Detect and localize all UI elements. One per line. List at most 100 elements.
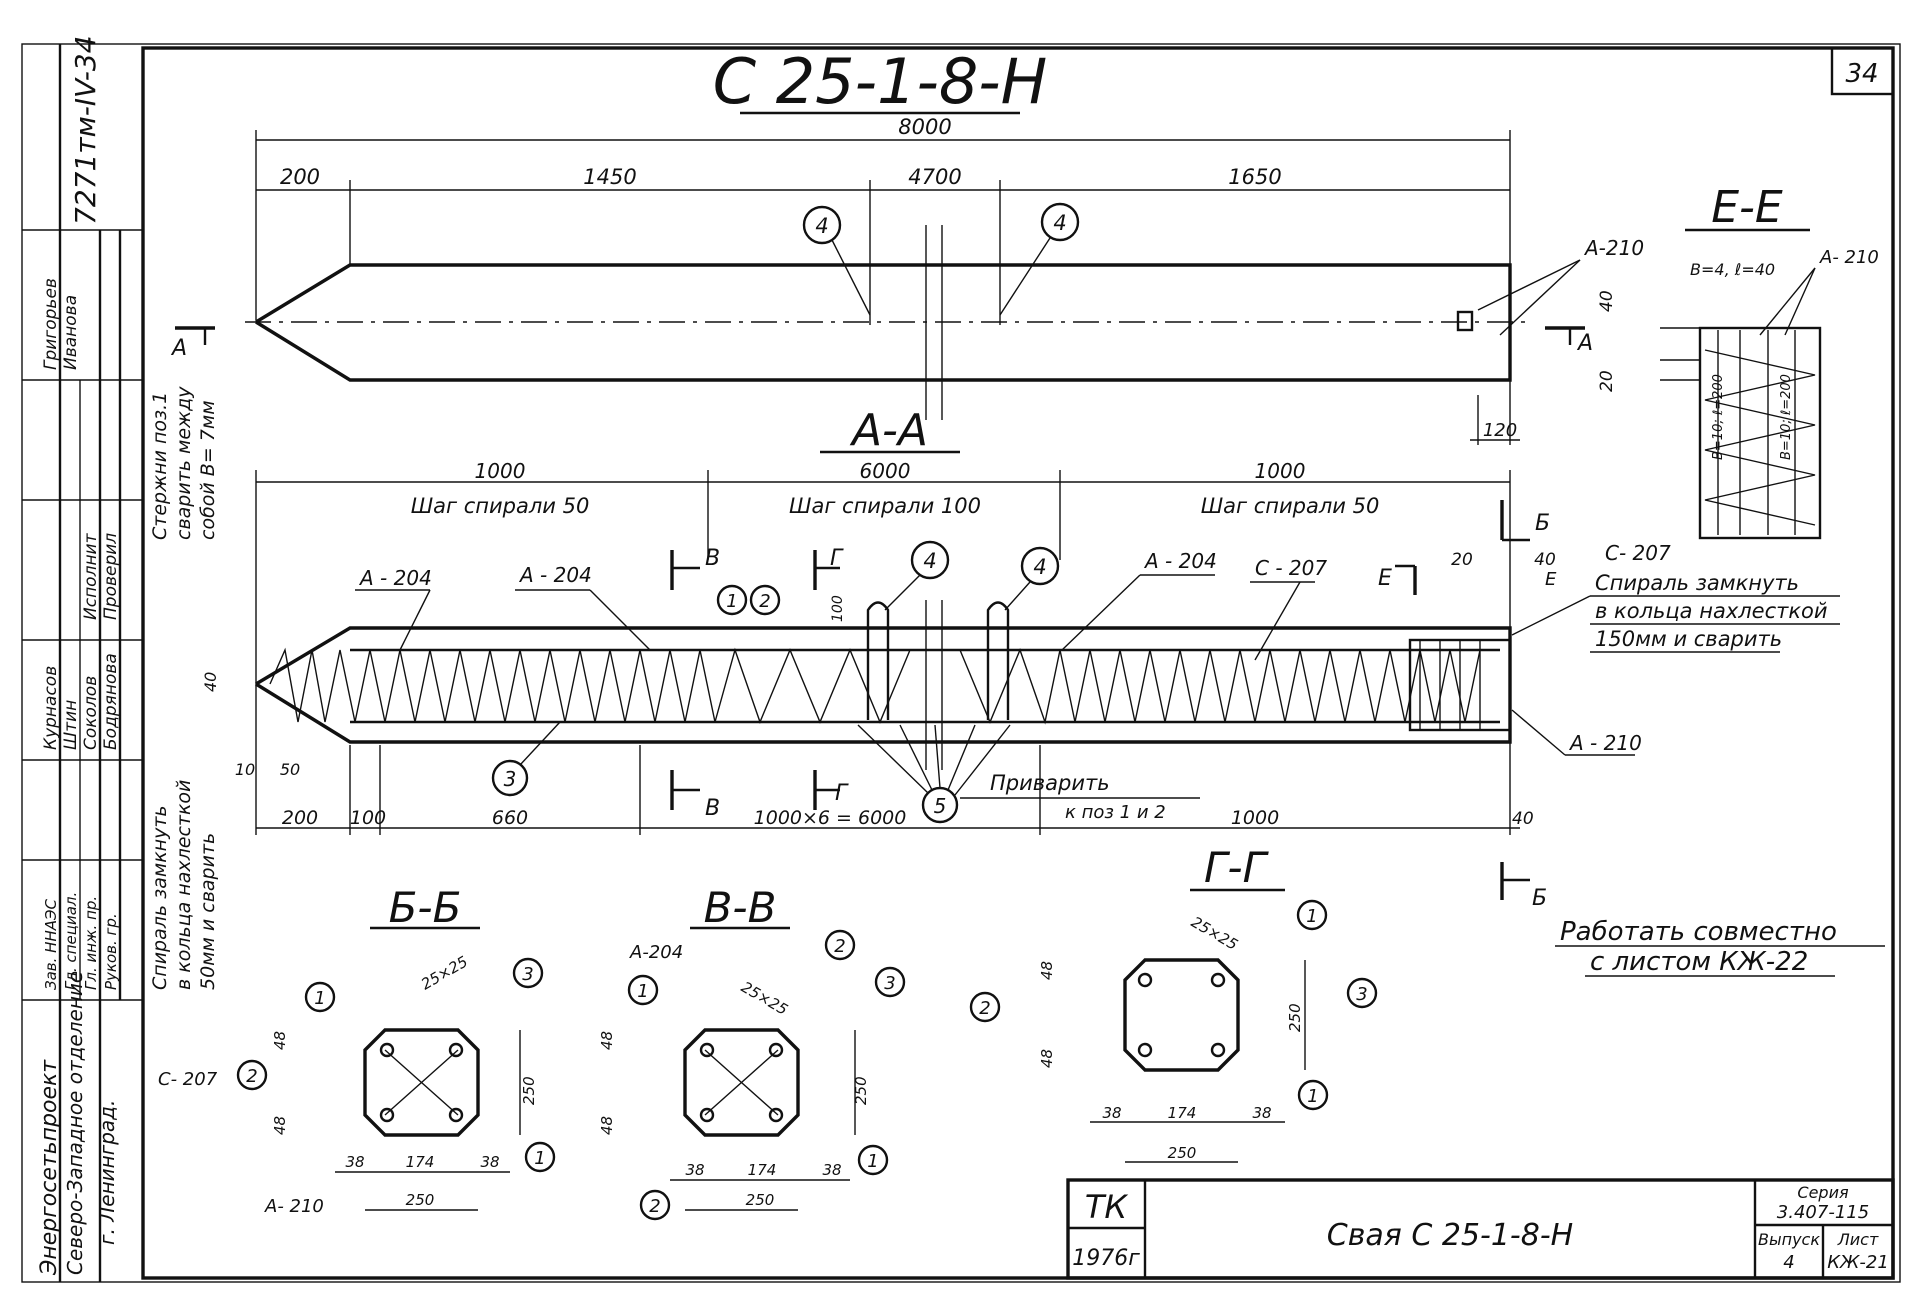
cut-v-bottom: В xyxy=(705,796,720,821)
vv-label-a204: А-204 xyxy=(629,942,683,963)
aa-bdim-100: 100 xyxy=(350,807,386,829)
gg-dim-48a: 48 xyxy=(1038,961,1056,980)
vv-marker-3: 3 xyxy=(884,973,895,994)
aa-leader-c207: С - 207 xyxy=(1255,556,1327,580)
stamp-name-5: Соколов xyxy=(81,676,101,750)
note-rods-2: сварить между xyxy=(173,386,195,540)
tb-issue-label: Выпуск xyxy=(1758,1230,1820,1249)
cut-g-bottom: Г xyxy=(835,781,849,806)
cut-a-right: А xyxy=(1576,331,1593,356)
tb-issue: 4 xyxy=(1783,1252,1794,1273)
dim-1450: 1450 xyxy=(583,165,636,189)
ee-label-b4: В=4, ℓ=40 xyxy=(1690,260,1775,279)
vv-dim-174: 174 xyxy=(748,1161,777,1179)
tb-series-label: Серия xyxy=(1797,1183,1849,1202)
stamp-name-6: Бодрянова xyxy=(101,653,121,750)
bb-marker-3: 3 xyxy=(522,964,533,985)
tb-series: 3.407-115 xyxy=(1777,1202,1869,1223)
bb-dim-38b: 38 xyxy=(480,1153,499,1171)
gg-dim-250h: 250 xyxy=(1168,1144,1197,1162)
stamp-name-3: Курнасов xyxy=(41,666,61,750)
outer-frame xyxy=(21,43,1901,1283)
cut-e-1: Е xyxy=(1378,566,1392,591)
stamp-name-1: Григорьев xyxy=(41,278,61,370)
cut-b-bottom: Б xyxy=(1532,886,1547,911)
vv-marker-2b: 2 xyxy=(649,1196,660,1217)
bb-marker-2: 2 xyxy=(246,1066,257,1087)
bb-dim-38a: 38 xyxy=(345,1153,364,1171)
aa-sdim-40-tip: 40 xyxy=(201,672,220,692)
ee-label-a210: А- 210 xyxy=(1819,247,1879,268)
aa-marker-1: 1 xyxy=(726,591,737,612)
note-joint-1: Работать совместно xyxy=(1560,917,1837,947)
stamp-role-2: Проверил xyxy=(101,533,121,620)
aa-sdim-100: 100 xyxy=(830,595,846,622)
cut-v-top: В xyxy=(705,546,720,571)
gg-marker-2: 2 xyxy=(979,998,990,1019)
gg-dim-38a: 38 xyxy=(1102,1104,1121,1122)
aa-bdim-40: 40 xyxy=(1512,809,1534,829)
aa-leader-a204-2: А - 204 xyxy=(518,563,592,587)
elev-marker-4a: 4 xyxy=(815,214,828,238)
stamp-name-2: Иванова xyxy=(61,295,81,370)
note-rods-3: собой В= 7мм xyxy=(197,400,219,540)
section-bb: Б-Б 48 48 25×25 250 38 174 38 250 С- 207… xyxy=(158,883,556,1217)
ee-dim-20: 20 xyxy=(1597,370,1617,392)
aa-pitch-1: Шаг спирали 50 xyxy=(411,494,590,518)
section-ee: Е-Е 40 20 В=4, ℓ=40 А- 210 В=10; ℓ=200 В… xyxy=(1597,182,1879,540)
note-spiral-tip-1: Спираль замкнуть xyxy=(149,805,171,990)
note-spiral-head-1: Спираль замкнуть xyxy=(1595,571,1799,595)
drawing-title: С 25-1-8-Н xyxy=(713,45,1048,118)
dim-4700: 4700 xyxy=(908,165,961,189)
bb-dim-250v: 250 xyxy=(520,1076,538,1105)
bb-marker-1a: 1 xyxy=(314,988,325,1009)
bb-dim-48b: 48 xyxy=(271,1116,289,1135)
dim-1650: 1650 xyxy=(1228,165,1281,189)
note-spiral-tip-2: в кольца нахлесткой xyxy=(173,780,195,990)
title-block: ТК 1976г Свая С 25-1-8-Н Серия 3.407-115… xyxy=(1066,1178,1895,1280)
gg-dim-250v: 250 xyxy=(1286,1003,1304,1032)
vv-marker-2a: 2 xyxy=(834,936,845,957)
elev-leader-a210: А-210 xyxy=(1583,236,1644,260)
aa-pitch-2: Шаг спирали 100 xyxy=(789,494,981,518)
note-spiral-head-2: в кольца нахлесткой xyxy=(1595,599,1828,623)
aa-sdim-10: 10 xyxy=(235,760,255,779)
vv-dim-38a: 38 xyxy=(685,1161,704,1179)
aa-marker-5: 5 xyxy=(934,794,947,818)
section-gg-title: Г-Г xyxy=(1204,843,1270,892)
sheet-number: 34 xyxy=(1845,59,1878,89)
aa-marker-4b: 4 xyxy=(1033,555,1046,579)
aa-bdim-6000: 1000×6 = 6000 xyxy=(754,807,907,829)
vv-dim-250v: 250 xyxy=(852,1076,870,1105)
aa-leader-a204-3: А - 204 xyxy=(1143,549,1217,573)
vv-dim-25: 25×25 xyxy=(738,978,791,1019)
bb-dim-48a: 48 xyxy=(271,1031,289,1050)
note-spiral-head-3: 150мм и сварить xyxy=(1595,627,1782,651)
stamp-role-4: Гл. специал. xyxy=(62,892,80,990)
pile-elevation: 8000 200 1450 4700 1650 4 4 А-210 А А 12… xyxy=(170,115,1644,445)
aa-dim-1000b: 1000 xyxy=(1255,459,1306,483)
aa-bdim-1000: 1000 xyxy=(1231,807,1279,829)
tb-sheet-label: Лист xyxy=(1837,1230,1879,1249)
stamp-role-1: Исполнит xyxy=(81,532,101,620)
cut-g-top: Г xyxy=(830,546,844,571)
section-bb-title: Б-Б xyxy=(389,883,462,932)
stamp-role-6: Руков. гр. xyxy=(102,913,120,990)
aa-dim-1000a: 1000 xyxy=(475,459,526,483)
cut-a-left: А xyxy=(170,336,187,361)
bb-dim-25: 25×25 xyxy=(418,953,471,994)
note-weld-2: к поз 1 и 2 xyxy=(1065,802,1166,823)
tb-name: Свая С 25-1-8-Н xyxy=(1327,1218,1573,1253)
archive-number: 7271тм-IV-34 xyxy=(69,35,102,225)
section-aa: А-А 1000 6000 1000 Шаг спирали 50 Шаг сп… xyxy=(201,405,1840,911)
vv-dim-48a: 48 xyxy=(598,1031,616,1050)
section-vv: В-В 48 48 25×25 250 38 174 38 250 А-204 … xyxy=(598,883,906,1221)
tb-year: 1976г xyxy=(1072,1246,1140,1271)
aa-sdim-20: 20 xyxy=(1451,550,1473,570)
aa-bdim-200: 200 xyxy=(282,807,318,829)
vv-dim-250h: 250 xyxy=(746,1191,775,1209)
note-weld-1: Приварить xyxy=(990,771,1110,795)
dim-200: 200 xyxy=(280,165,320,189)
gg-dim-174: 174 xyxy=(1168,1104,1197,1122)
bb-label-a210: А- 210 xyxy=(264,1196,324,1217)
